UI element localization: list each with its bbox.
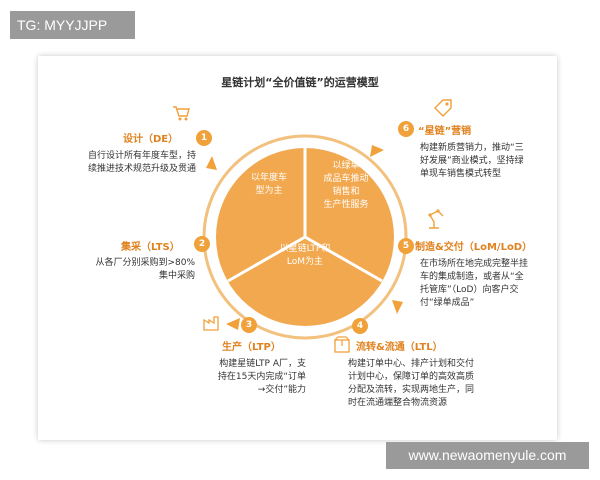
price-tag-icon bbox=[434, 99, 452, 117]
step-2-desc: 从各厂分别采购到>80%集中采购 bbox=[95, 258, 195, 281]
step-4-title: 流转&流通（LTL） bbox=[356, 342, 443, 353]
cycle-arrow-icon bbox=[392, 300, 403, 314]
step-3-desc: 构建星链LTP A厂，支持在15天内完成“订单→交付”能力 bbox=[217, 359, 306, 395]
step-5-title: 制造&交付（LoM/LoD） bbox=[415, 242, 533, 253]
step-4-desc: 构建订单中心、排产计划和交付计划中心，保障订单的高效高质分配及流转，实现两地生产… bbox=[348, 359, 475, 408]
step-1-desc: 自行设计所有年度车型，持续推进技术规范升级及贯通 bbox=[87, 151, 196, 174]
step-1-badge: 1 bbox=[196, 130, 212, 146]
package-icon bbox=[334, 336, 350, 353]
step-2-title: 集采（LTS） bbox=[121, 242, 180, 253]
cycle-arrow-icon bbox=[226, 318, 240, 330]
factory-icon bbox=[203, 316, 219, 331]
diagram-title: 星链计划“全价值链”的运营模型 bbox=[221, 76, 379, 89]
robot-arm-icon bbox=[428, 209, 444, 229]
segment-left-label: 以年度车型为主 bbox=[250, 173, 287, 196]
step-6-badge: 6 bbox=[398, 121, 414, 137]
step-3-badge: 3 bbox=[241, 317, 257, 333]
watermark-label: www.newaomenyule.com bbox=[386, 442, 589, 469]
step-6-title: “星链”营销 bbox=[418, 126, 472, 137]
step-5-desc: 在市场所在地完成完整半挂车的集成制造，或者从“全托管库”（LoD）向客户交付“绿… bbox=[420, 259, 529, 308]
step-3-title: 生产（LTP） bbox=[222, 342, 281, 353]
pie-divider bbox=[304, 235, 383, 283]
segment-right-label: 以绿单成品车推动销售和生产性服务 bbox=[323, 161, 369, 210]
step-2-badge: 2 bbox=[194, 236, 210, 252]
cycle-arrow-icon bbox=[206, 156, 217, 170]
cart-icon bbox=[173, 106, 190, 121]
cycle-arrow-icon bbox=[370, 145, 384, 157]
step-1-title: 设计（DE） bbox=[123, 134, 179, 145]
step-6-desc: 构建新质营销力，推动“三好发展”商业模式，坚持绿单现车销售模式转型 bbox=[420, 143, 524, 179]
step-5-badge: 5 bbox=[398, 238, 414, 254]
pie-divider bbox=[227, 235, 306, 283]
tag-label: TG: MYYJJPP bbox=[10, 11, 135, 39]
step-4-badge: 4 bbox=[352, 318, 368, 334]
